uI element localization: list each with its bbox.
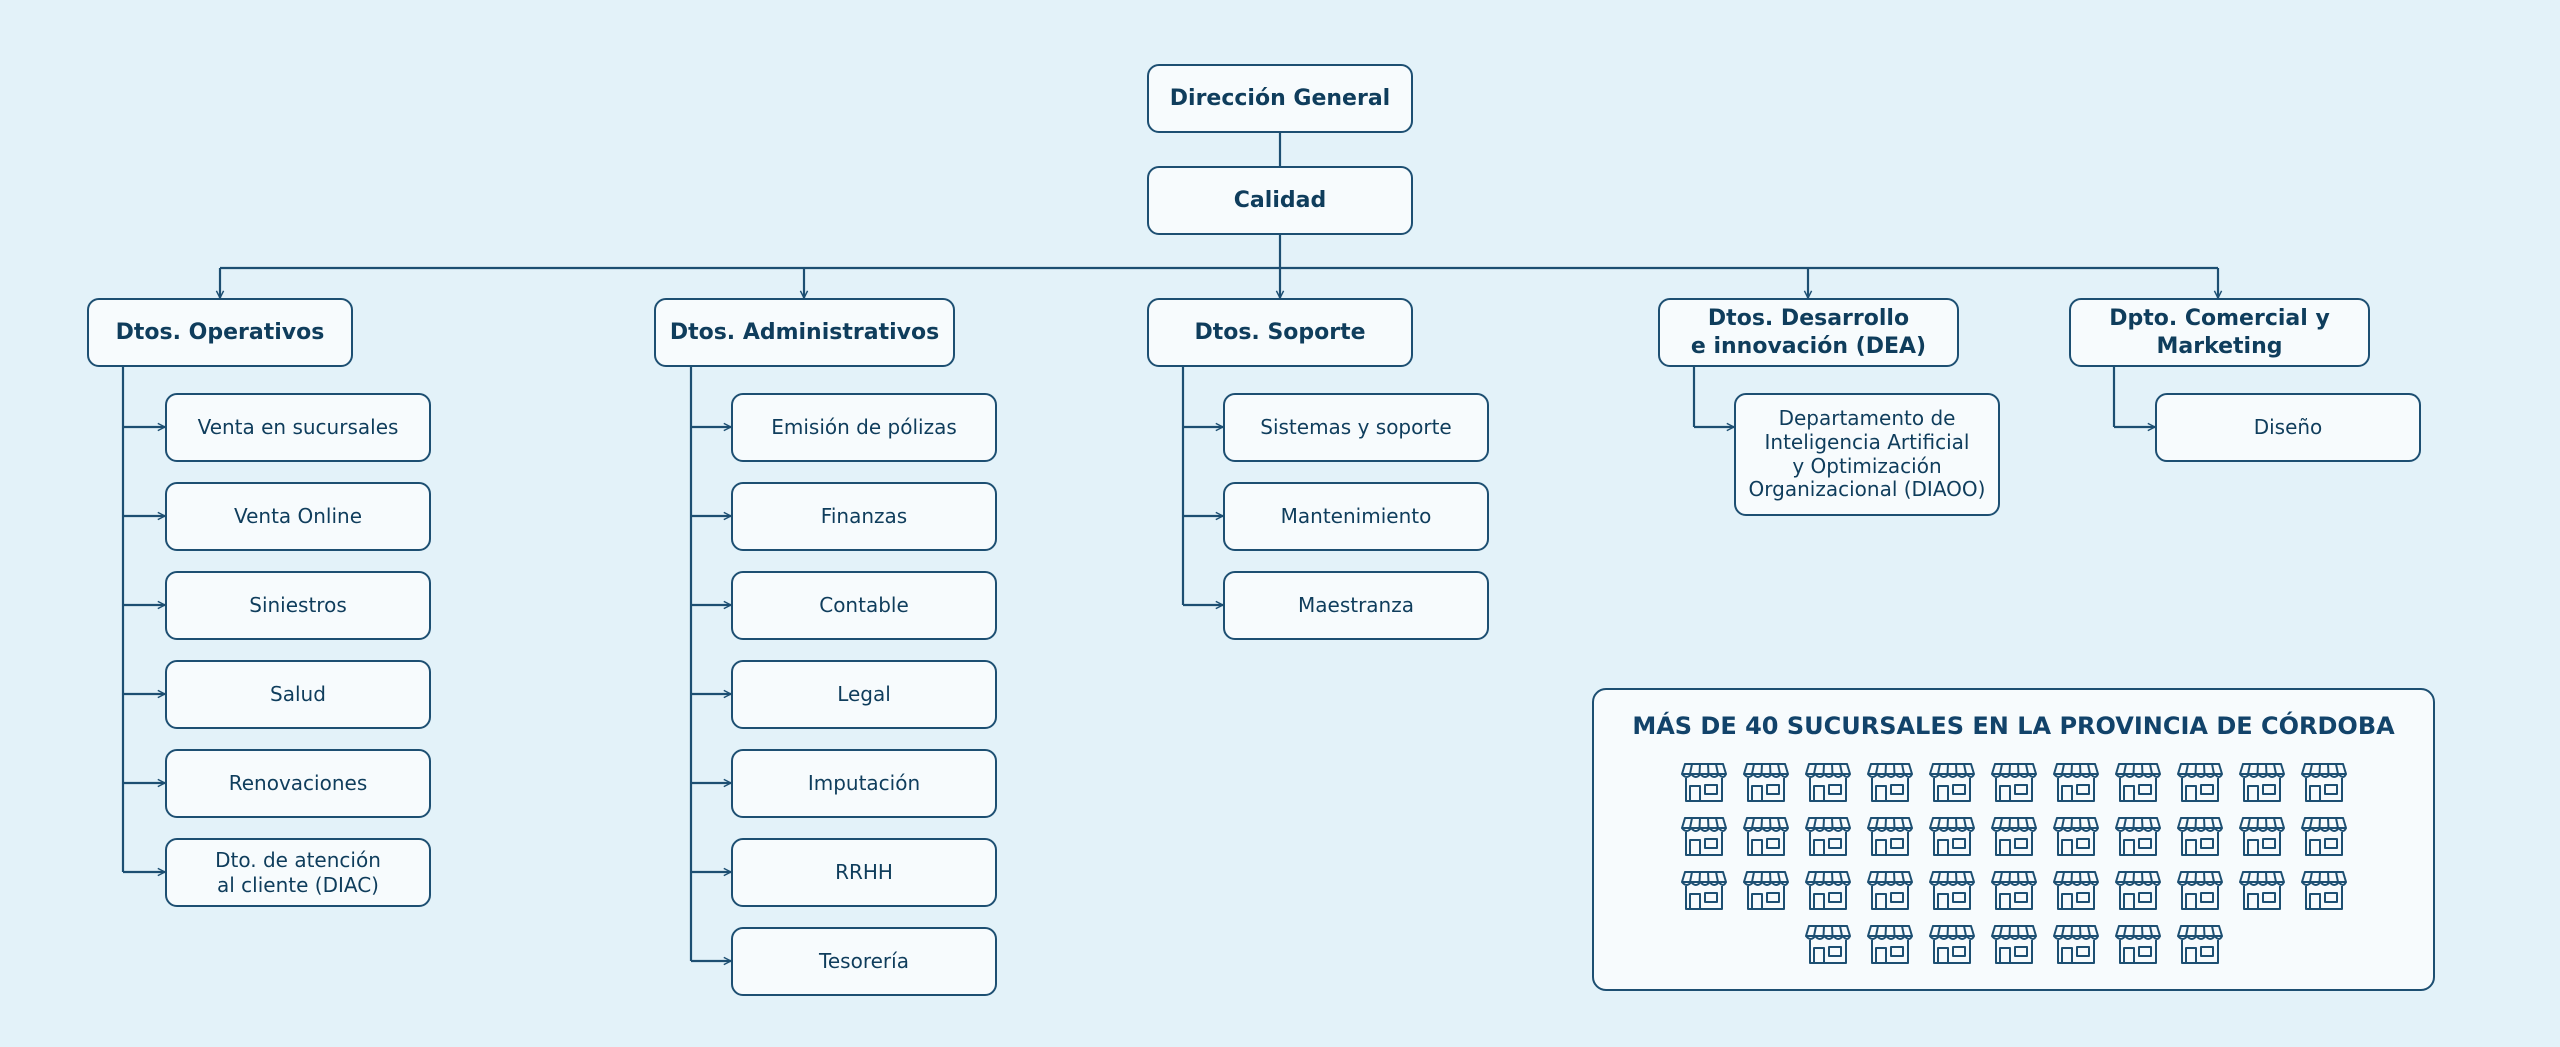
unit-label: Imputación <box>807 771 921 796</box>
unit-box: Emisión de pólizas <box>731 393 997 462</box>
storefront-icon <box>1866 922 1914 970</box>
unit-box: Mantenimiento <box>1223 482 1489 551</box>
storefront-icon <box>1990 922 2038 970</box>
unit-label: Sistemas y soporte <box>1260 415 1452 440</box>
unit-label: Mantenimiento <box>1280 504 1432 529</box>
root-label: Dirección General <box>1169 85 1391 111</box>
storefront-icon <box>2238 760 2286 808</box>
storefront-icon <box>1804 868 1852 916</box>
dept-label: Dtos. Soporte <box>1194 319 1366 345</box>
unit-box: Salud <box>165 660 431 729</box>
storefront-icon <box>1990 760 2038 808</box>
unit-label: Siniestros <box>249 593 347 618</box>
unit-label: Finanzas <box>820 504 908 529</box>
storefront-icon <box>1866 868 1914 916</box>
unit-label: Salud <box>270 682 326 707</box>
unit-box: RRHH <box>731 838 997 907</box>
storefront-icon <box>1990 814 2038 862</box>
storefront-icon <box>2300 760 2348 808</box>
storefront-icon <box>1928 868 1976 916</box>
storefront-icon <box>1928 922 1976 970</box>
storefront-icon <box>2176 760 2224 808</box>
unit-box: Imputación <box>731 749 997 818</box>
unit-box: Dto. de atención al cliente (DIAC) <box>165 838 431 907</box>
dept-comercial: Dpto. Comercial y Marketing <box>2069 298 2370 367</box>
unit-label: Tesorería <box>819 949 909 974</box>
dept-soporte: Dtos. Soporte <box>1147 298 1413 367</box>
unit-label: Venta Online <box>233 504 363 529</box>
storefront-icon <box>1742 760 1790 808</box>
storefront-icon <box>1804 922 1852 970</box>
unit-box: Sistemas y soporte <box>1223 393 1489 462</box>
storefront-icon <box>2176 922 2224 970</box>
unit-label: Contable <box>819 593 909 618</box>
storefront-icon <box>2052 814 2100 862</box>
unit-box: Tesorería <box>731 927 997 996</box>
unit-label: Venta en sucursales <box>197 415 399 440</box>
unit-box: Renovaciones <box>165 749 431 818</box>
storefront-icon <box>2238 868 2286 916</box>
unit-box: Venta en sucursales <box>165 393 431 462</box>
unit-box: Legal <box>731 660 997 729</box>
storefront-icon <box>1680 760 1728 808</box>
dept-operativos: Dtos. Operativos <box>87 298 353 367</box>
unit-box: Siniestros <box>165 571 431 640</box>
branches-title: MÁS DE 40 SUCURSALES EN LA PROVINCIA DE … <box>1632 712 2395 740</box>
storefront-icon <box>1928 814 1976 862</box>
unit-box: Diseño <box>2155 393 2421 462</box>
storefront-icon <box>1804 814 1852 862</box>
quality-box: Calidad <box>1147 166 1413 235</box>
storefront-icon <box>1866 760 1914 808</box>
dept-administrativos: Dtos. Administrativos <box>654 298 955 367</box>
storefront-icon <box>1866 814 1914 862</box>
storefront-icon <box>2052 868 2100 916</box>
unit-box: Contable <box>731 571 997 640</box>
storefront-icon <box>2114 760 2162 808</box>
unit-label: Renovaciones <box>228 771 368 796</box>
storefront-icon <box>2300 814 2348 862</box>
storefront-icon <box>2176 868 2224 916</box>
storefront-icon <box>2238 814 2286 862</box>
branches-panel: MÁS DE 40 SUCURSALES EN LA PROVINCIA DE … <box>1592 688 2435 991</box>
storefront-icon <box>1680 868 1728 916</box>
dept-label: Dpto. Comercial y Marketing <box>2109 306 2330 359</box>
dept-label: Dtos. Administrativos <box>669 319 940 345</box>
unit-label: RRHH <box>835 860 893 885</box>
unit-label: Emisión de pólizas <box>771 415 957 440</box>
storefront-icon <box>2300 868 2348 916</box>
unit-box: Departamento de Inteligencia Artificial … <box>1734 393 2000 516</box>
storefront-icon <box>2114 922 2162 970</box>
unit-box: Finanzas <box>731 482 997 551</box>
storefront-icon <box>2114 814 2162 862</box>
dept-desarrollo: Dtos. Desarrollo e innovación (DEA) <box>1658 298 1959 367</box>
storefront-icon <box>2052 760 2100 808</box>
root-box: Dirección General <box>1147 64 1413 133</box>
storefront-icon <box>1680 814 1728 862</box>
storefront-icon <box>1990 868 2038 916</box>
unit-label: Legal <box>837 682 891 707</box>
quality-label: Calidad <box>1233 187 1327 213</box>
storefront-icon <box>1928 760 1976 808</box>
storefront-icon <box>1804 760 1852 808</box>
storefront-icon <box>2114 868 2162 916</box>
storefront-icon <box>2176 814 2224 862</box>
storefront-icon <box>1742 814 1790 862</box>
unit-label: Dto. de atención al cliente (DIAC) <box>215 848 381 897</box>
unit-box: Venta Online <box>165 482 431 551</box>
unit-box: Maestranza <box>1223 571 1489 640</box>
unit-label: Departamento de Inteligencia Artificial … <box>1748 406 1986 502</box>
storefront-icon <box>2052 922 2100 970</box>
storefront-icon <box>1742 868 1790 916</box>
unit-label: Diseño <box>2253 415 2323 440</box>
dept-label: Dtos. Operativos <box>115 319 325 345</box>
dept-label: Dtos. Desarrollo e innovación (DEA) <box>1690 306 1927 359</box>
unit-label: Maestranza <box>1298 593 1414 618</box>
